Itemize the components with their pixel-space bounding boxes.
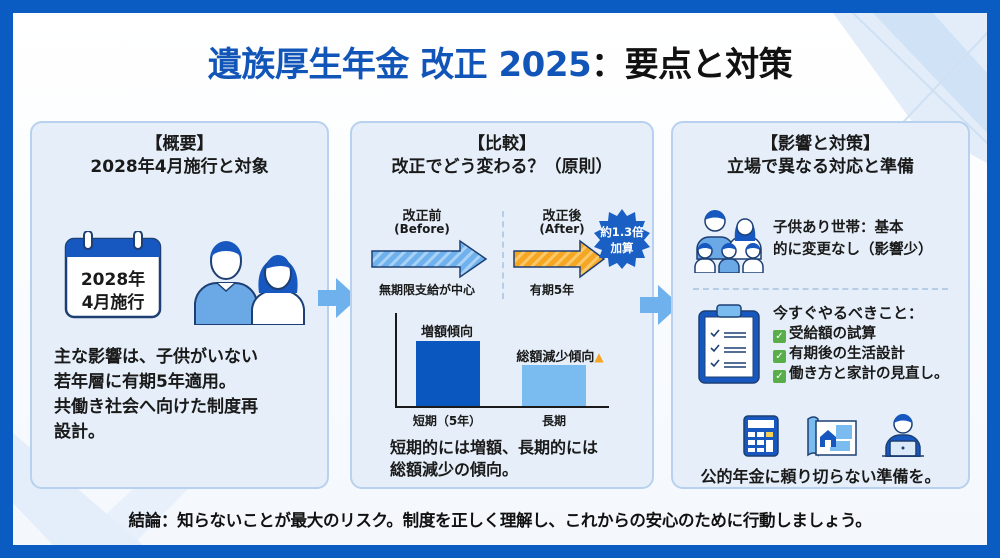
badge-line1: 約1.3倍: [600, 225, 644, 239]
multiplier-badge: 約1.3倍 加算: [592, 209, 652, 269]
body-line: 総額減少の傾向。: [390, 460, 519, 479]
house-plan-icon: [807, 416, 857, 457]
family-line2: 的に変更なし（影響少）: [773, 242, 933, 258]
todo-heading: 今すぐやるべきこと：: [773, 304, 924, 322]
section-divider: [693, 288, 948, 290]
bar-long-term: [522, 365, 586, 406]
todo-item-text: 働き方と家計の見直し。: [789, 366, 949, 382]
family-icon: [694, 210, 764, 273]
bar1-annotation: 増額傾向: [420, 325, 473, 340]
calendar-year: 2028年: [80, 270, 146, 290]
panel-comparison: 【比較】 改正でどう変わる？（原則） 改正前 (Before) 無期限支給が中心…: [350, 121, 654, 489]
panel-overview-heading: 【概要】 2028年4月施行と対象: [32, 133, 327, 179]
clipboard-checklist-icon: [698, 304, 760, 384]
calculator-icon: [743, 415, 779, 457]
panel-impact-heading: 【影響と対策】 立場で異なる対応と準備: [673, 133, 968, 179]
calendar-icon: 2028年 4月施行: [64, 231, 162, 319]
family-text: 子供あり世帯：基本 的に変更なし（影響少）: [773, 217, 933, 261]
page-title: 遺族厚生年金 改正 2025：要点と対策: [13, 43, 987, 87]
todo-item: ✓働き方と家計の見直し。: [773, 364, 949, 384]
calendar-month: 4月施行: [81, 293, 145, 313]
bar-short-term: [416, 341, 480, 406]
todo-list: 今すぐやるべきこと： ✓受給額の試算 ✓有期後の生活設計 ✓働き方と家計の見直し…: [773, 303, 949, 384]
panel-comparison-heading: 【比較】 改正でどう変わる？（原則）: [352, 133, 652, 179]
heading-line1: 【影響と対策】: [761, 134, 880, 154]
heading-line1: 【比較】: [468, 134, 536, 154]
before-sublabel: (Before): [394, 222, 450, 236]
chart-y-axis: [395, 313, 397, 407]
conclusion-text: 結論：知らないことが最大のリスク。制度を正しく理解し、これからの安心のために行動…: [128, 511, 872, 530]
body-line: 設計。: [54, 422, 105, 442]
panel-impact-measures: 【影響と対策】 立場で異なる対応と準備 子供あり世帯：基本 的に変更なし（影響少…: [671, 121, 970, 489]
before-caption: 無期限支給が中心: [378, 283, 475, 297]
title-dark-part: ：要点と対策: [591, 45, 793, 85]
before-arrow-icon: [371, 239, 488, 279]
badge-line2: 加算: [610, 241, 634, 255]
after-sublabel: (After): [539, 222, 585, 236]
heading-line2: 2028年4月施行と対象: [90, 157, 269, 177]
burst-badge-icon: [594, 209, 650, 269]
x-label-long: 長期: [541, 414, 566, 428]
heading-line2: 改正でどう変わる？（原則）: [391, 157, 613, 177]
check-icon: ✓: [773, 330, 786, 343]
body-line: 短期的には増額、長期的には: [390, 438, 599, 457]
heading-line2: 立場で異なる対応と準備: [727, 157, 914, 177]
check-icon: ✓: [773, 370, 786, 383]
chart-x-axis: [395, 406, 609, 408]
infographic-frame: 遺族厚生年金 改正 2025：要点と対策 【概要】 2028年4月施行と対象 2…: [13, 13, 987, 545]
check-icon: ✓: [773, 350, 786, 363]
body-line: 若年層に有期5年適用。: [54, 372, 236, 392]
comparison-body-text: 短期的には増額、長期的には 総額減少の傾向。: [390, 437, 598, 481]
after-arrow-icon: [513, 239, 606, 279]
measures-footer: 公的年金に頼り切らない準備を。: [700, 467, 941, 486]
comparison-divider: [502, 211, 504, 299]
title-blue-part: 遺族厚生年金 改正 2025: [207, 45, 592, 85]
bar2-annotation: 総額減少傾向▲: [500, 346, 620, 365]
bar2-annotation-text: 総額減少傾向: [516, 350, 595, 365]
overview-body-text: 主な影響は、子供がいない 若年層に有期5年適用。 共働き社会へ向けた制度再 設計…: [54, 345, 258, 445]
heading-line1: 【概要】: [145, 134, 214, 154]
flow-arrow-right-icon: [318, 278, 358, 318]
person-laptop-icon: [882, 414, 924, 457]
todo-item: ✓受給額の試算: [773, 324, 949, 344]
flow-arrow-right-icon: [640, 285, 680, 325]
panel-overview: 【概要】 2028年4月施行と対象 2028年 4月施行: [30, 121, 329, 489]
after-label: 改正後: [542, 209, 582, 224]
family-line1: 子供あり世帯：基本: [773, 220, 904, 236]
warning-icon: ▲: [594, 350, 604, 364]
couple-icon: [194, 241, 305, 325]
x-label-short: 短期（5年）: [412, 414, 482, 428]
after-caption: 有期5年: [529, 283, 575, 297]
todo-item-text: 有期後の生活設計: [789, 346, 905, 362]
todo-item: ✓有期後の生活設計: [773, 344, 949, 364]
before-label: 改正前: [402, 209, 442, 224]
trend-bar-chart: 増額傾向 総額減少傾向▲ 短期（5年） 長期: [352, 303, 652, 433]
body-line: 主な影響は、子供がいない: [54, 347, 258, 367]
todo-item-text: 受給額の試算: [789, 326, 876, 342]
body-line: 共働き社会へ向けた制度再: [54, 397, 258, 417]
